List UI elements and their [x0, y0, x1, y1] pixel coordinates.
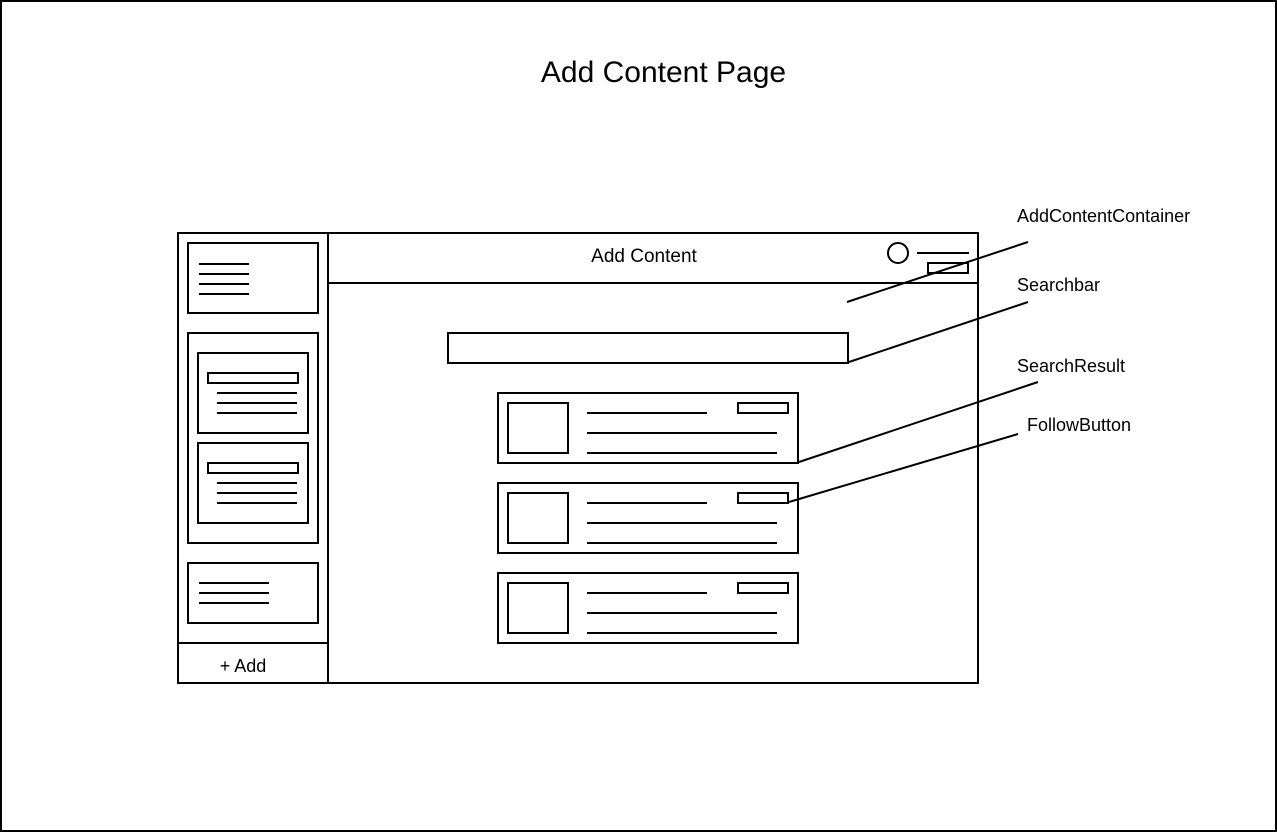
- sidebar-card-group: [187, 332, 319, 544]
- text-placeholder: [217, 502, 297, 504]
- text-placeholder: [199, 602, 269, 604]
- result-title-placeholder: [587, 502, 707, 504]
- result-text-placeholder: [587, 432, 777, 434]
- search-result[interactable]: [497, 482, 799, 554]
- header-title: Add Content: [591, 246, 697, 267]
- text-placeholder: [217, 492, 297, 494]
- annotation-label-searchbar: Searchbar: [1017, 275, 1101, 295]
- result-text-placeholder: [587, 522, 777, 524]
- text-placeholder: [217, 412, 297, 414]
- follow-button[interactable]: [737, 582, 789, 594]
- result-thumbnail: [507, 492, 569, 544]
- result-text-placeholder: [587, 612, 777, 614]
- sidebar-nested-card-1[interactable]: [197, 352, 309, 434]
- username-placeholder: [917, 252, 969, 254]
- header-action-button[interactable]: [927, 262, 969, 274]
- sidebar-footer-divider: [177, 642, 329, 644]
- nested-card-tag: [207, 372, 299, 384]
- sidebar-card-3[interactable]: [187, 562, 319, 624]
- result-thumbnail: [507, 582, 569, 634]
- text-placeholder: [199, 592, 269, 594]
- annotation-label-search-result: SearchResult: [1017, 356, 1126, 376]
- annotation-label-follow-button: FollowButton: [1027, 415, 1132, 435]
- avatar[interactable]: [887, 242, 909, 264]
- text-placeholder: [217, 392, 297, 394]
- search-input[interactable]: [447, 332, 849, 364]
- search-result[interactable]: [497, 392, 799, 464]
- text-placeholder: [199, 263, 249, 265]
- result-text-placeholder: [587, 632, 777, 634]
- text-placeholder: [217, 482, 297, 484]
- page-title: Add Content Page: [540, 56, 787, 89]
- header-divider: [327, 282, 979, 284]
- sidebar-nested-card-2[interactable]: [197, 442, 309, 524]
- add-button[interactable]: + Add: [219, 656, 267, 676]
- annotation-label-container: AddContentContainer: [1017, 206, 1191, 226]
- result-title-placeholder: [587, 412, 707, 414]
- result-text-placeholder: [587, 452, 777, 454]
- result-text-placeholder: [587, 542, 777, 544]
- text-placeholder: [199, 582, 269, 584]
- follow-button[interactable]: [737, 402, 789, 414]
- text-placeholder: [199, 283, 249, 285]
- result-thumbnail: [507, 402, 569, 454]
- text-placeholder: [217, 402, 297, 404]
- result-title-placeholder: [587, 592, 707, 594]
- text-placeholder: [199, 293, 249, 295]
- text-placeholder: [199, 273, 249, 275]
- sidebar-card-1[interactable]: [187, 242, 319, 314]
- search-result[interactable]: [497, 572, 799, 644]
- follow-button[interactable]: [737, 492, 789, 504]
- nested-card-tag: [207, 462, 299, 474]
